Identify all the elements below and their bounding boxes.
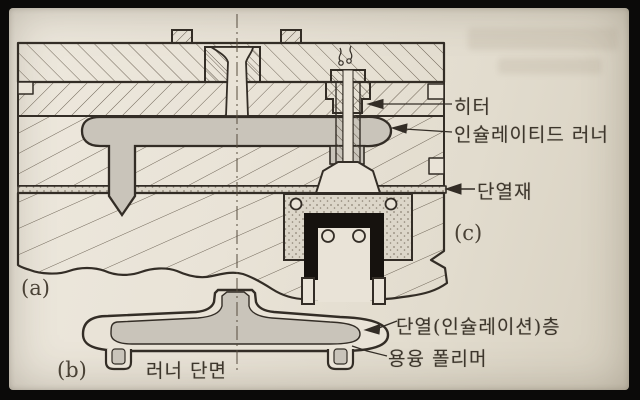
gate-hole	[321, 229, 335, 243]
label-insulation-sheet: 단열재	[477, 181, 533, 203]
cross-section-leg-core	[333, 348, 348, 365]
sprue-channel	[207, 46, 254, 117]
panel-label-b: (b)	[57, 358, 87, 382]
right-edge-notch-upper	[427, 83, 445, 100]
heater-lead-terminal	[346, 58, 352, 64]
support-leg	[372, 277, 386, 305]
runner-cross-section-figure	[81, 288, 390, 371]
molten-polymer-core	[110, 291, 361, 345]
panel-label-c: (c)	[454, 221, 483, 245]
molten-polymer-leader	[351, 345, 388, 357]
leader-lines	[351, 98, 475, 357]
label-molten-polymer: 용융 폴리머	[388, 348, 488, 370]
bolt-hole	[384, 197, 398, 211]
heater-lead-wire	[338, 47, 342, 63]
gate-hole	[352, 229, 366, 243]
top-block-left	[171, 29, 193, 44]
panel-label-a: (a)	[21, 276, 50, 300]
gate-cavity-lower	[304, 280, 384, 300]
heater-arrowhead	[366, 98, 384, 110]
left-edge-notch	[17, 81, 34, 95]
insulated-runner-leader	[403, 128, 453, 133]
insulation-layer-black-u	[304, 213, 384, 280]
runner-gray-body	[80, 115, 393, 218]
heater-lead-wire	[349, 45, 353, 61]
label-heater: 히터	[454, 96, 491, 118]
bolt-hole	[289, 197, 303, 211]
insulation-layer-arrowhead	[363, 323, 381, 335]
label-insulation-layer: 단열(인슐레이션)층	[396, 316, 561, 338]
insulated-gate-block	[283, 193, 413, 305]
top-block-right	[280, 29, 302, 44]
insulation-sheet-arrowhead	[444, 183, 462, 195]
insulated-runner-arrowhead	[390, 123, 408, 134]
heater-lead-terminal	[338, 60, 344, 66]
label-insulated-runner: 인슐레이티드 러너	[454, 124, 609, 146]
right-edge-notch-lower	[428, 157, 445, 175]
bleed-through-mark	[498, 58, 602, 74]
bleed-through-mark	[468, 28, 618, 50]
support-leg	[301, 277, 315, 305]
sprue-assembly	[171, 29, 302, 117]
label-runner-cross-section: 러너 단면	[146, 360, 227, 382]
cross-section-leg-core	[111, 348, 126, 365]
